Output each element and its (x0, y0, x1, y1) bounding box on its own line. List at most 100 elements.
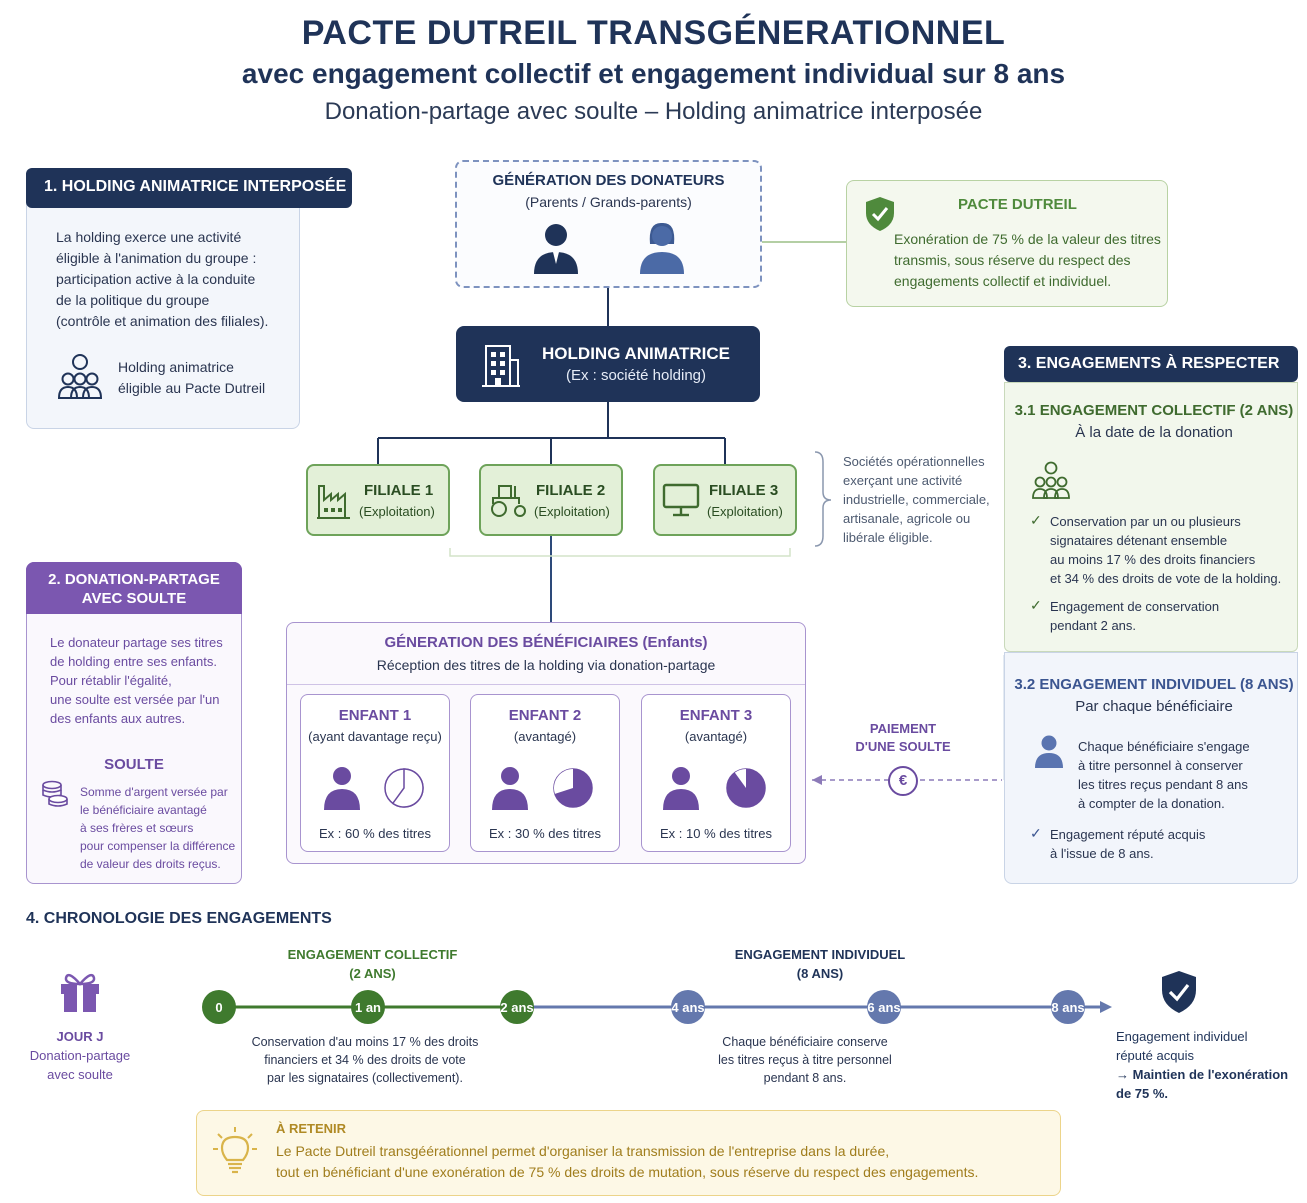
enfant-3-pie-slice (734, 769, 746, 788)
retenir-box (196, 1110, 1061, 1196)
coins-icon (40, 779, 70, 814)
societes-note: Sociétés opérationnelles exerçant une ac… (843, 454, 990, 545)
jour-j-label: JOUR J Donation-partage avec soulte (29, 1029, 131, 1082)
timeline-node-8ans: 8 ans (1051, 990, 1085, 1024)
pacte-box (846, 180, 1168, 307)
holding-box (456, 326, 760, 402)
filiale-1-name: FILIALE 1 (364, 482, 434, 499)
section-2-text: Le donateur partage ses titres de holdin… (50, 635, 223, 726)
individuel-text: Chaque bénéficiaire s'engage à titre per… (1078, 739, 1250, 811)
enfant-2-pie-slice (554, 769, 573, 794)
shield-check-icon (864, 196, 896, 237)
timeline-node-1an: 1 an (351, 990, 385, 1024)
section-1-header: 1. HOLDING ANIMATRICE INTERPOSÉE (26, 168, 352, 208)
enfant-1-pie (384, 768, 424, 808)
timeline-node-4ans: 4 ans (671, 990, 705, 1024)
page-subtitle-2: Donation-partage avec soulte – Holding a… (324, 98, 983, 125)
enfant-2-card (470, 694, 620, 852)
section-4-header: 4. CHRONOLOGIE DES ENGAGEMENTS (26, 910, 332, 927)
donateurs-title: GÉNÉRATION DES DONATEURS (492, 172, 725, 189)
enfant-3-sub: (avantagé) (684, 729, 748, 744)
lightbulb-icon (212, 1126, 258, 1181)
pacte-text: Exonération de 75 % de la valeur des tit… (894, 231, 1161, 289)
collectif-title: 3.1 ENGAGEMENT COLLECTIF (2 ANS) (1014, 402, 1294, 419)
holding-subtitle: (Ex : société holding) (565, 367, 707, 384)
retenir-text: Le Pacte Dutreil transgéérationnel perme… (276, 1143, 979, 1180)
holding-title: HOLDING ANIMATRICE (542, 344, 730, 363)
timeline-end-label: Engagement individuel réputé acquis → Ma… (1116, 1029, 1289, 1101)
child-icon (323, 766, 361, 815)
enfant-1-card (300, 694, 450, 852)
group-icon (1030, 460, 1072, 505)
pacte-title: PACTE DUTREIL (958, 196, 1077, 213)
timeline-node-2ans: 2 ans (500, 990, 534, 1024)
soulte-title: SOULTE (104, 756, 164, 773)
enfant-3-card (641, 694, 791, 852)
enfant-3-pie (726, 768, 766, 808)
building-icon (480, 340, 522, 393)
parent-female-icon (638, 222, 686, 279)
enfant-1-name: ENFANT 1 (338, 707, 412, 724)
person-icon (1034, 734, 1064, 773)
filiale-3-sub: (Exploitation) (707, 504, 783, 519)
filiale-2-name: FILIALE 2 (536, 482, 606, 499)
page-title: PACTE DUTREIL TRANSGÉNERATIONNEL (301, 14, 1006, 52)
enfant-3-share: Ex : 10 % des titres (660, 826, 772, 841)
individuel-panel (1004, 652, 1298, 884)
parent-male-icon (532, 222, 580, 279)
collectif-timeline-label: ENGAGEMENT COLLECTIF (2 ANS) (287, 947, 458, 981)
group-people-icon (56, 352, 104, 407)
soulte-text: Somme d'argent versée par le bénéficiair… (80, 785, 236, 871)
timeline-node-6ans: 6 ans (867, 990, 901, 1024)
enfant-1-sub: (ayant davantage reçu) (308, 729, 442, 744)
shield-check-icon (1160, 970, 1198, 1019)
collectif-check-2: Engagement de conservation pendant 2 ans… (1050, 599, 1220, 633)
filiale-2-sub: (Exploitation) (534, 504, 610, 519)
monitor-icon (662, 482, 700, 523)
gift-icon (58, 968, 102, 1019)
filiale-3-name: FILIALE 3 (709, 482, 779, 499)
collectif-timeline-desc: Conservation d'au moins 17 % des droits … (251, 1035, 479, 1085)
enfant-2-name: ENFANT 2 (508, 707, 582, 724)
section-1-note: Holding animatrice éligible au Pacte Dut… (118, 359, 266, 396)
donateurs-subtitle: (Parents / Grands-parents) (525, 194, 692, 210)
individuel-timeline-label: ENGAGEMENT INDIVIDUEL (8 ANS) (734, 947, 906, 981)
section-2-card (26, 562, 242, 884)
beneficiaires-divider (287, 684, 805, 685)
collectif-check-1: Conservation par un ou plusieurs signata… (1050, 514, 1282, 586)
enfant-2-sub: (avantagé) (513, 729, 577, 744)
beneficiaires-title: GÉNERATION DES BÉNÉFICIAIRES (Enfants) (384, 634, 708, 651)
individuel-check: Engagement réputé acquis à l'issue de 8 … (1050, 827, 1206, 861)
collectif-panel (1004, 382, 1298, 652)
child-icon (662, 766, 700, 815)
beneficiaires-subtitle: Réception des titres de la holding via d… (376, 657, 716, 673)
enfant-2-pie (553, 768, 593, 808)
euro-icon: € (888, 766, 918, 796)
section-1-text: La holding exerce une activité éligible … (56, 229, 269, 329)
check-icon: ✓ (1030, 597, 1042, 613)
donateurs-box (455, 160, 762, 288)
filiale-2-box (479, 464, 623, 536)
section-2-header: 2. DONATION-PARTAGE AVEC SOULTE (26, 562, 242, 614)
collectif-subtitle: À la date de la donation (1075, 424, 1233, 441)
filiale-1-sub: (Exploitation) (359, 504, 435, 519)
enfant-1-pie-slice (391, 768, 424, 808)
section-3-header: 3. ENGAGEMENTS À RESPECTER (1004, 346, 1298, 382)
enfant-2-share: Ex : 30 % des titres (489, 826, 601, 841)
section-1-card (26, 172, 300, 429)
check-icon: ✓ (1030, 512, 1042, 528)
check-icon: ✓ (1030, 825, 1042, 841)
paiement-label: PAIEMENT D'UNE SOULTE (855, 721, 951, 754)
page-subtitle: avec engagement collectif et engagement … (241, 58, 1066, 89)
individuel-title: 3.2 ENGAGEMENT INDIVIDUEL (8 ANS) (1014, 676, 1294, 693)
individuel-subtitle: Par chaque bénéficiaire (1075, 698, 1233, 715)
timeline-node-0: 0 (202, 990, 236, 1024)
filiale-3-box (653, 464, 797, 536)
child-icon (491, 766, 529, 815)
enfant-3-name: ENFANT 3 (679, 707, 753, 724)
factory-icon (316, 480, 352, 525)
retenir-title: À RETENIR (276, 1121, 347, 1136)
individuel-timeline-desc: Chaque bénéficiaire conserve les titres … (718, 1035, 892, 1085)
tractor-icon (489, 482, 529, 523)
enfant-1-share: Ex : 60 % des titres (319, 826, 431, 841)
